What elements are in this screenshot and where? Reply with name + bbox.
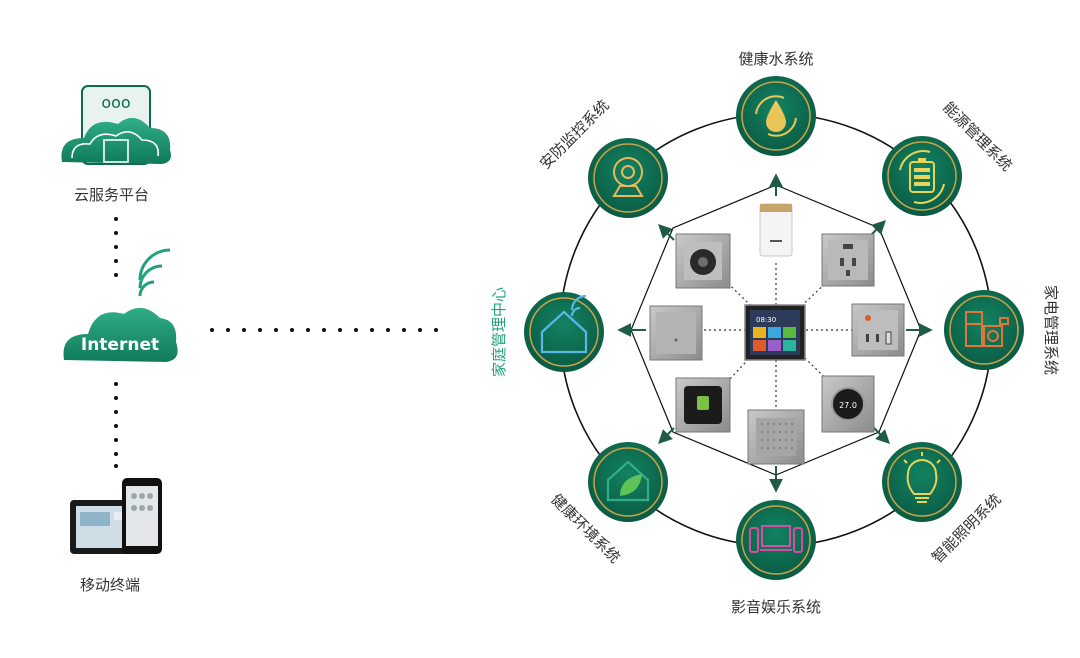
thermostat-device: 27.0 (821, 375, 875, 433)
air-quality-panel-device (675, 377, 731, 433)
central-control-panel: 08:30 (744, 304, 806, 361)
camera-panel-device (675, 233, 731, 289)
audio-video-icon (749, 525, 803, 553)
leaf-house-icon (606, 460, 650, 502)
mobile-terminal-label: 移动终端 (80, 576, 141, 594)
system-badge-energy (882, 136, 962, 216)
cloud-platform-icon: ooo (61, 85, 171, 165)
water-purifier-device (759, 203, 793, 257)
system-badge-water (736, 76, 816, 156)
water-drop-icon (755, 95, 797, 137)
system-badge-environment (588, 442, 668, 522)
switch-panel-device (649, 305, 703, 361)
system-badge-home-center (524, 292, 604, 372)
cloud-dots-text: ooo (101, 93, 130, 112)
socket-device-right (851, 303, 905, 357)
system-label-water: 健康水系统 (738, 50, 813, 68)
system-label-audio-video: 影音娱乐系统 (731, 598, 821, 616)
system-label-appliance: 家电管理系统 (1042, 285, 1060, 375)
internet-label: Internet (81, 335, 159, 355)
direction-arrows (617, 173, 933, 493)
speaker-panel-device (747, 409, 805, 465)
dotted-connector-bottom (114, 382, 118, 468)
system-label-home-center: 家庭管理中心 (490, 287, 508, 377)
socket-device-top-right (821, 233, 875, 287)
cloud-platform-label: 云服务平台 (74, 186, 150, 204)
internet-cloud-icon (63, 248, 178, 362)
system-badge-lighting (882, 442, 962, 522)
mobile-devices-icon (70, 478, 162, 554)
lightbulb-icon (903, 452, 941, 503)
camera-icon (612, 157, 644, 197)
dotted-connector-horizontal (210, 328, 438, 332)
thermostat-value: 27.0 (839, 401, 857, 410)
system-badge-security (588, 138, 668, 218)
dotted-connector-top (114, 217, 118, 277)
system-badge-appliance (944, 290, 1024, 370)
home-wifi-icon (540, 294, 588, 354)
screen-time: 08:30 (756, 316, 776, 324)
system-badge-audio-video (736, 500, 816, 580)
battery-icon (899, 150, 945, 204)
appliance-icon (965, 311, 1009, 347)
